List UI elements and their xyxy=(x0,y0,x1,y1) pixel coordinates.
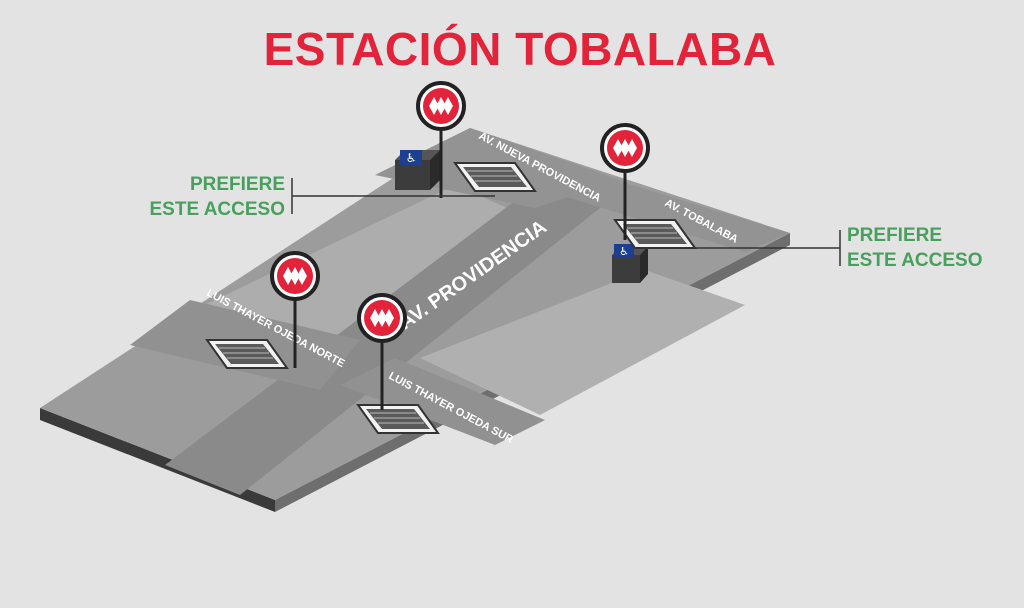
preferred-access-note-left: PREFIERE ESTE ACCESO xyxy=(120,172,286,222)
note-line: ESTE ACCESO xyxy=(149,199,286,220)
wheelchair-icon xyxy=(400,150,422,165)
wheelchair-icon xyxy=(614,244,634,258)
svg-text:♿: ♿ xyxy=(406,151,417,165)
callout-right xyxy=(650,230,841,266)
svg-text:♿: ♿ xyxy=(619,245,629,258)
note-line: PREFIERE xyxy=(189,174,285,195)
block-north-west xyxy=(190,185,530,357)
accessibility-elevator-north: ♿ xyxy=(395,150,440,190)
road-tobalaba xyxy=(560,180,790,252)
note-line: PREFIERE xyxy=(847,225,943,246)
station-title: ESTACIÓN TOBALABA xyxy=(263,23,777,75)
platform-side-front xyxy=(40,408,275,512)
road-thayer-sur xyxy=(340,358,545,445)
preferred-access-note-right: PREFIERE ESTE ACCESO xyxy=(847,223,1017,273)
note-line: ESTE ACCESO xyxy=(847,250,983,271)
callout-left xyxy=(291,178,495,214)
accessibility-elevator-east: ♿ xyxy=(612,244,648,283)
block-north-east xyxy=(420,270,745,415)
